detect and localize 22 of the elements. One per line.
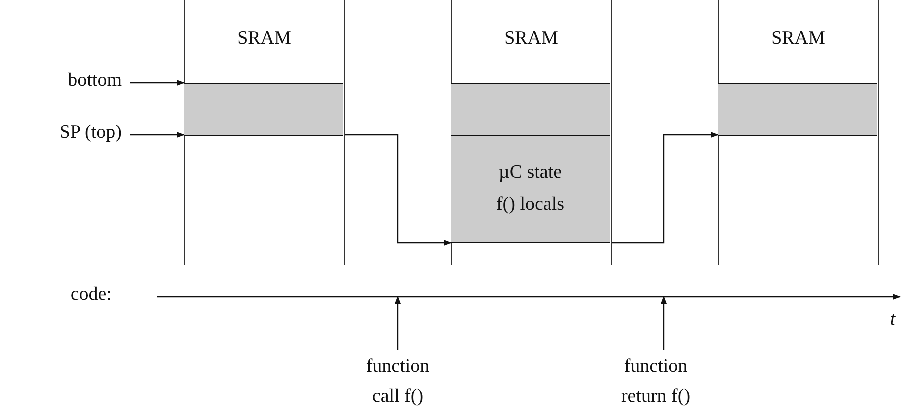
- pointer-arrow: [612, 132, 719, 244]
- stack-frame: µC state f() locals: [451, 135, 610, 243]
- memory-column: [718, 0, 879, 265]
- memory-column: [451, 0, 612, 265]
- axis-label: t: [889, 309, 897, 331]
- leader-arrow: [661, 296, 667, 350]
- event-label: function call f(): [338, 352, 458, 412]
- pointer-label: bottom: [10, 70, 122, 96]
- event-label: function return f(): [586, 352, 726, 412]
- leader-arrow: [395, 296, 401, 350]
- stack-region: [451, 83, 610, 136]
- stack-region: [184, 83, 343, 136]
- stack-region: [718, 83, 877, 136]
- pointer-arrow: [130, 132, 185, 138]
- axis-label: code:: [70, 284, 112, 306]
- pointer-arrow: [345, 134, 452, 246]
- pointer-label: SP (top): [10, 122, 122, 148]
- column-title: SRAM: [770, 28, 826, 50]
- memory-column: [184, 0, 345, 265]
- pointer-arrow: [130, 80, 185, 86]
- column-title: SRAM: [236, 28, 292, 50]
- column-title: SRAM: [504, 28, 560, 50]
